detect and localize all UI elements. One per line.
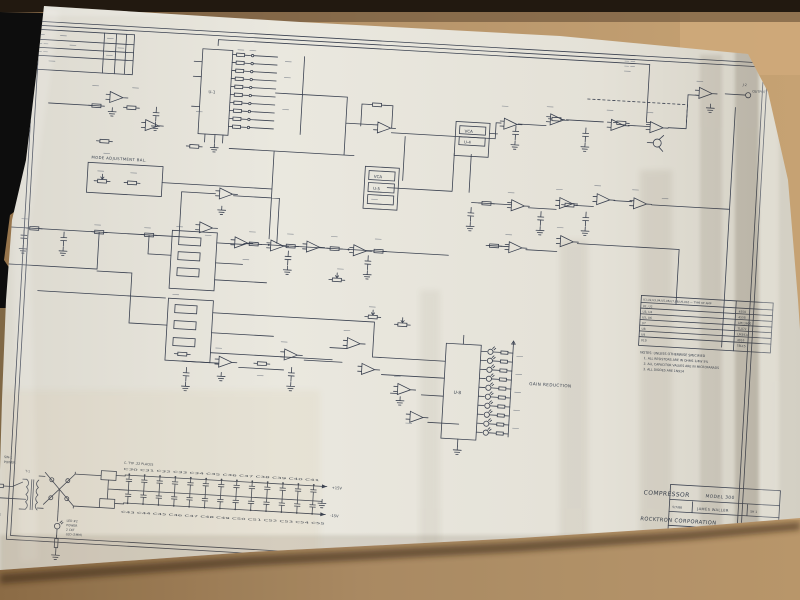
notes-item: 2. ALL CAPACITOR VALUES ARE IN MICROFARA… [643,362,719,370]
vca1-label: VCA [374,174,383,179]
mode-adjustment-label: MODE ADJUSTMENT BAL. [91,155,147,163]
switch-bank [164,226,218,364]
mode-adjustment: MODE ADJUSTMENT BAL. [86,155,164,198]
vca-block-2: VCA U-4 [453,121,491,158]
vca2-label: VCA [464,128,473,133]
meter-ic-label: U-8 [453,390,461,396]
table-edge-shadow [0,0,800,12]
signal-path-amps [360,60,718,152]
vca2-ref: U-4 [464,139,472,144]
gain-reduction-label: GAIN REDUCTION [529,381,572,388]
ic-table-header: U1,U2,U3,U4,U5,U6,U7,U8,U9,U10 — TYPE OF… [643,298,712,306]
vca1-ref: U-5 [373,186,381,191]
title-block-date: 5/7/88 [672,505,682,510]
rail-negative-label: -15V [330,514,339,519]
notes-title: NOTES: UNLESS OTHERWISE SPECIFIED [640,350,706,358]
vca-block-1: VCA U-5 [362,165,400,211]
gain-reduction-meter: U-8 GAIN REDUCTION [440,340,572,456]
paper-shadow [0,522,800,584]
rail-positive-label: +15V [332,486,343,491]
notes-item: 1. ALL RESISTORS ARE IN OHMS 1/4W 5% [644,356,709,364]
driver-ic-label: U-1 [208,89,216,94]
led-driver-ic: U-1 [191,48,292,153]
title-block-company: ROCKTRON CORPORATION [640,516,717,526]
dashed-signal-path [587,98,688,126]
